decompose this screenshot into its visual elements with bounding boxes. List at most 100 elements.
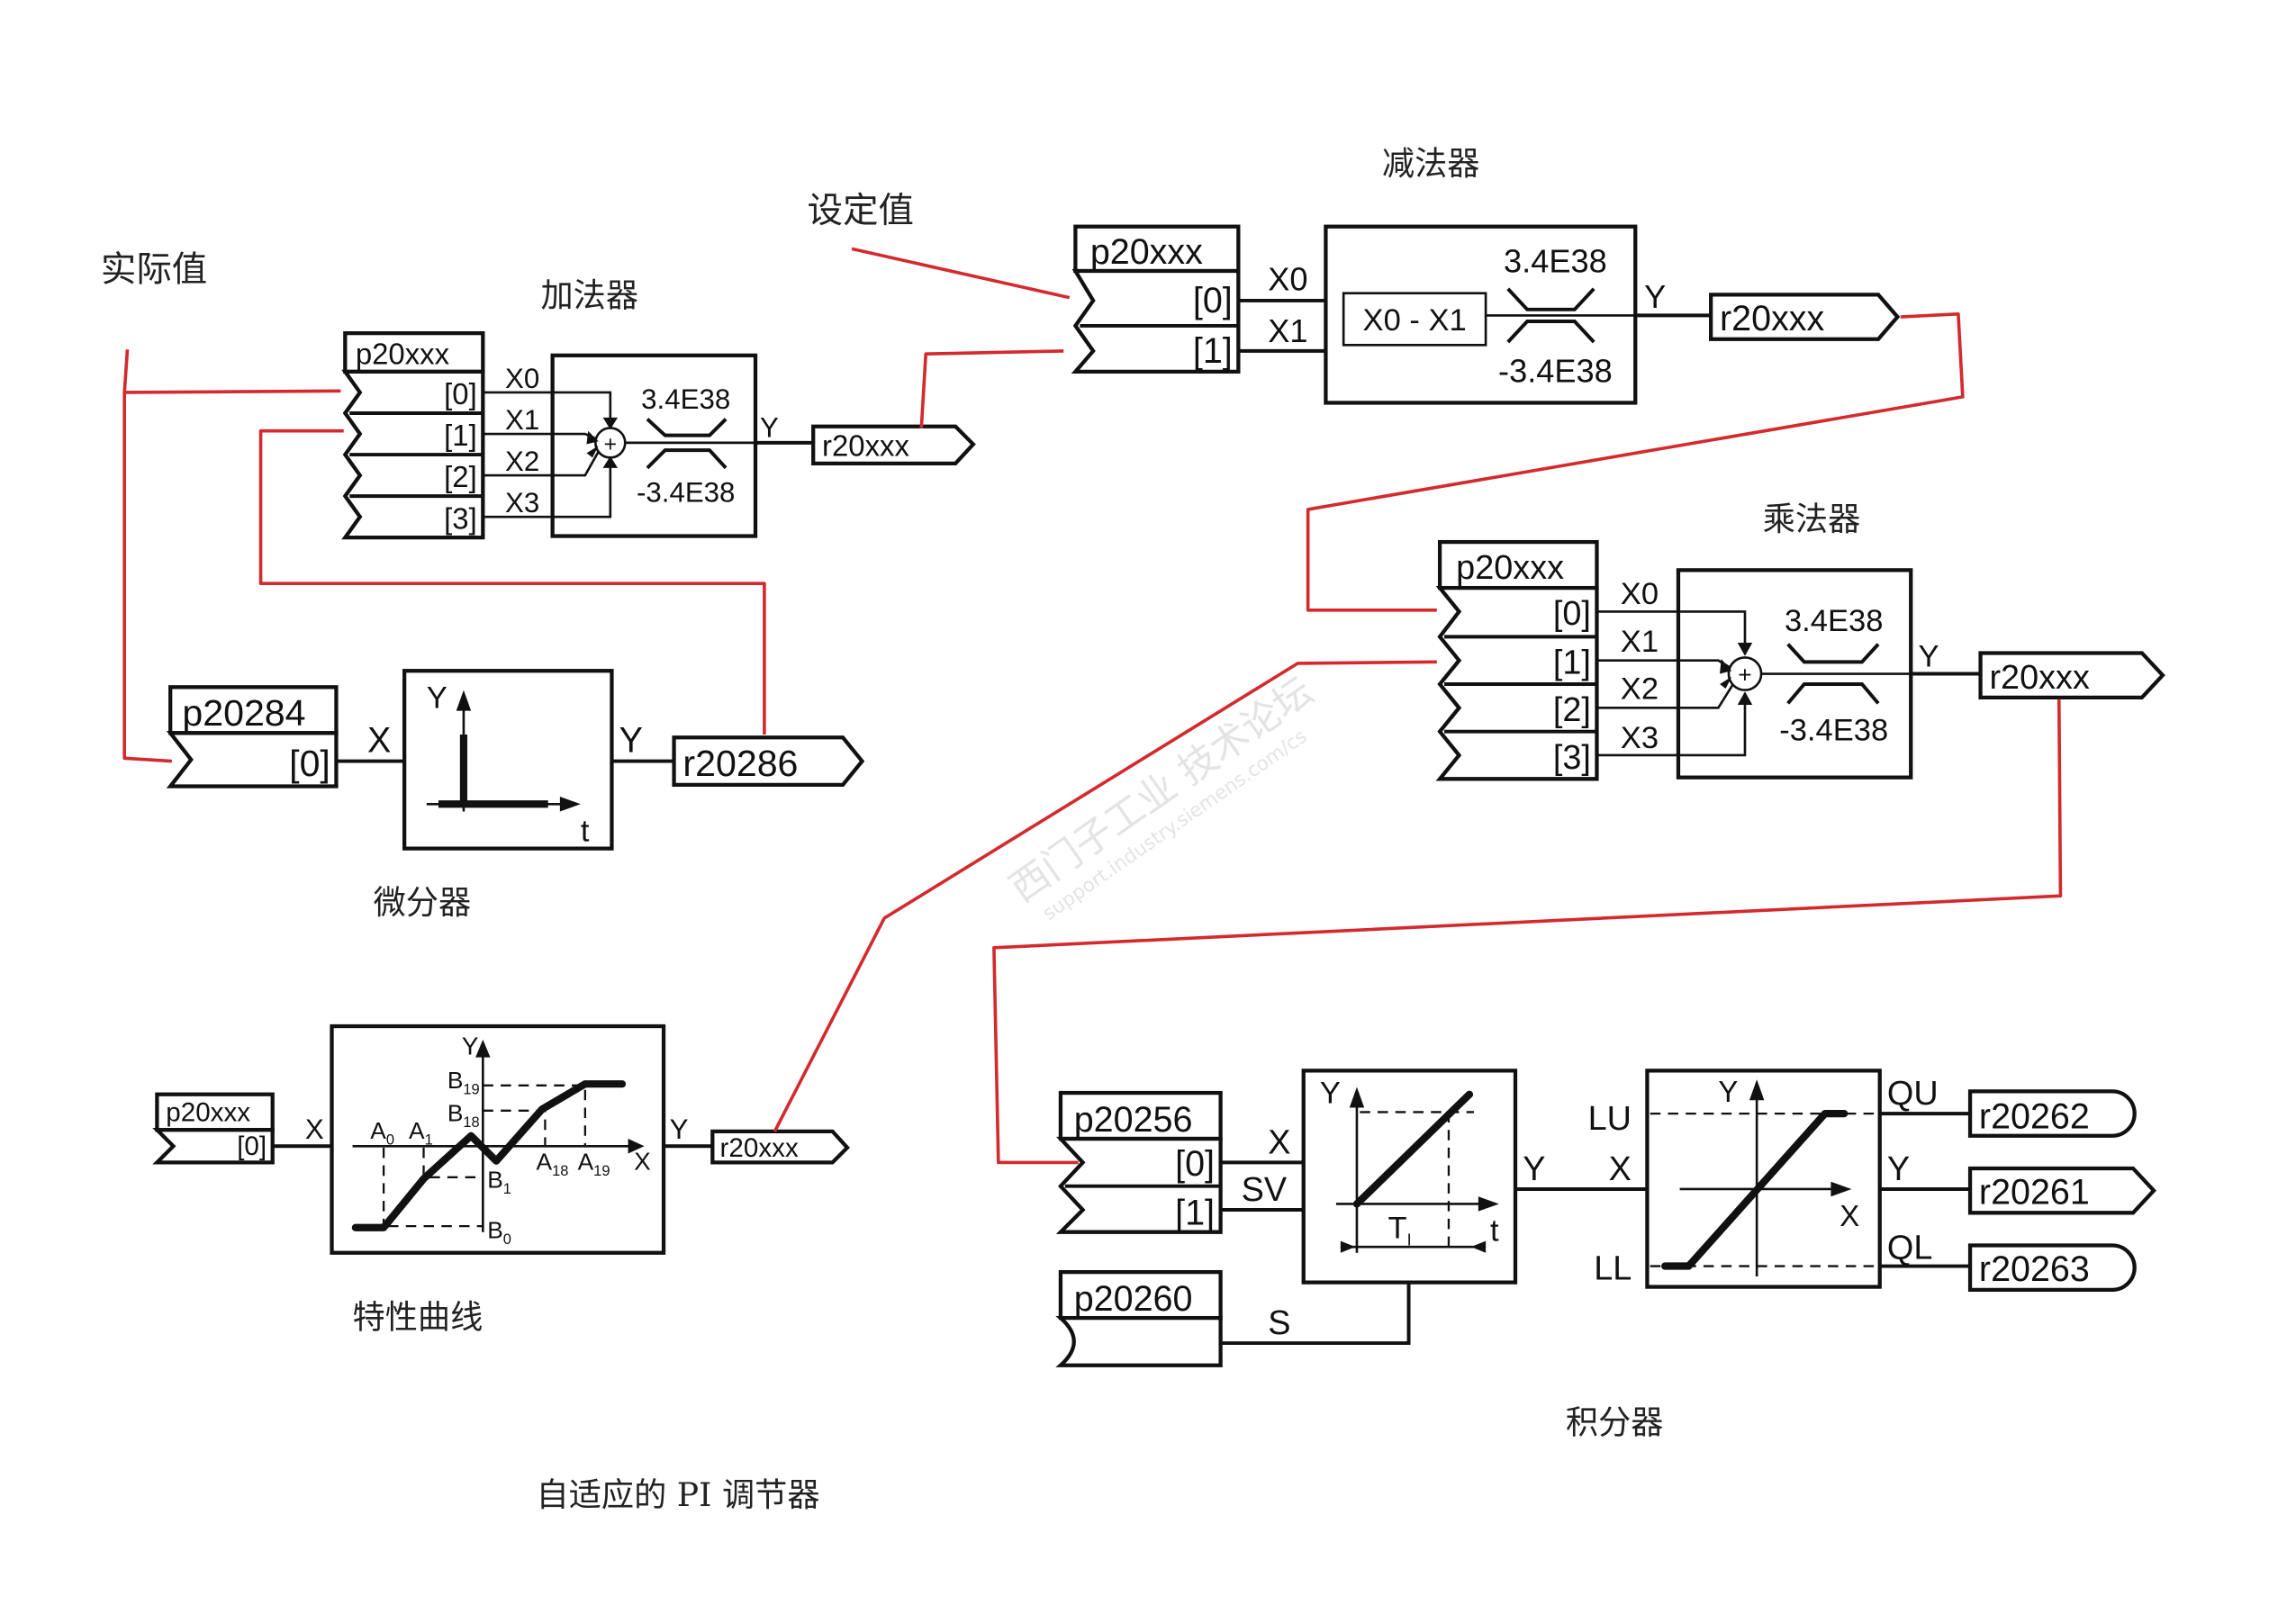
integrator-time-constant: TI xyxy=(1388,1211,1412,1249)
subtractor-index-body xyxy=(1071,268,1241,374)
watermark-line1: 西门子工业 技术论坛 xyxy=(1002,669,1322,912)
characteristic-index: [0] xyxy=(237,1132,267,1161)
limiter-output-y-connector[interactable]: r20261 xyxy=(1967,1166,2156,1215)
multiplier-block: p20xxx [0] [1] [2] [3] X0 X1 X2 X3 + 3.4… xyxy=(1435,539,2165,781)
multiplier-output-connector[interactable]: r20xxx xyxy=(1978,651,2165,699)
integrator-input-sv: SV xyxy=(1242,1171,1288,1209)
differentiator-output-connector[interactable]: r20286 xyxy=(672,735,865,788)
char-point-b19: B19 xyxy=(447,1067,480,1098)
integrator-set-param: p20260 xyxy=(1074,1279,1193,1319)
diagram-title: 自适应的 PI 调节器 xyxy=(537,1475,820,1514)
char-point-b18: B18 xyxy=(447,1099,480,1131)
subtractor-expression-box xyxy=(1342,292,1487,347)
differentiator-output-param: r20286 xyxy=(682,743,798,784)
integrator-set-label: S xyxy=(1268,1304,1290,1342)
differentiator-axis-t: t xyxy=(581,814,590,848)
limiter-output-ql-label: QL xyxy=(1887,1229,1932,1267)
adder-index-3: [3] xyxy=(444,501,477,535)
multiplier-index-1: [1] xyxy=(1553,645,1591,682)
wire-multiplier-to-integrator-0 xyxy=(992,699,2063,1165)
multiplier-input-x2: X2 xyxy=(1621,672,1659,706)
adder-lower-limit: -3.4E38 xyxy=(637,477,735,509)
characteristic-input-label: X xyxy=(305,1114,324,1145)
integrator-axis-y: Y xyxy=(1320,1077,1341,1111)
subtractor-input-param: p20xxx xyxy=(1090,232,1203,272)
subtractor-expression: X0 - X1 xyxy=(1363,303,1467,338)
multiplier-output-label: Y xyxy=(1918,639,1939,673)
characteristic-output-connector[interactable]: r20xxx xyxy=(710,1129,850,1165)
multiplier-limit-lower-icon xyxy=(1786,682,1880,705)
differentiator-output-label: Y xyxy=(619,721,643,761)
subtractor-output-connector[interactable]: r20xxx xyxy=(1709,293,1901,341)
char-point-b0: B0 xyxy=(487,1216,511,1248)
characteristic-curve-graph xyxy=(351,1039,645,1232)
signal-wires xyxy=(122,247,2063,1165)
differentiator-index-body xyxy=(166,731,339,789)
differentiator-input-connector[interactable]: p20284 [0] xyxy=(166,685,339,789)
adder-output-connector[interactable]: r20xxx xyxy=(811,424,976,466)
adder-upper-limit: 3.4E38 xyxy=(641,383,730,415)
subtractor-input-x1: X1 xyxy=(1268,312,1307,349)
limiter-output-y-label: Y xyxy=(1887,1150,1910,1188)
integrator-title: 积分器 xyxy=(1566,1402,1664,1441)
subtractor-limit-lower-icon xyxy=(1506,320,1595,344)
adder-input-param: p20xxx xyxy=(356,338,450,371)
limiter-output-y-param: r20261 xyxy=(1979,1172,2090,1212)
characteristic-output-label: Y xyxy=(670,1114,689,1145)
multiplier-input-x0: X0 xyxy=(1621,577,1659,611)
multiplier-upper-limit: 3.4E38 xyxy=(1785,604,1883,638)
adder-output-label: Y xyxy=(760,411,779,443)
limiter-input-label: X xyxy=(1609,1150,1632,1188)
saturation-graph-icon xyxy=(1650,1079,1876,1277)
differentiator-function-box xyxy=(402,669,614,851)
multiplier-op-symbol: + xyxy=(1738,661,1751,688)
characteristic-input-connector[interactable]: p20xxx [0] xyxy=(152,1092,275,1165)
multiplier-index-2: [2] xyxy=(1553,691,1591,729)
characteristic-output-param: r20xxx xyxy=(720,1133,799,1163)
adder-index-1: [1] xyxy=(444,419,477,452)
adder-input-x0: X0 xyxy=(505,363,539,394)
limiter-axis-y: Y xyxy=(1718,1075,1738,1108)
adder-block: p20xxx [0] [1] [2] [3] X0 X1 X2 X3 + 3.4… xyxy=(341,331,976,540)
adder-title: 加法器 xyxy=(540,276,638,315)
integrator-set-connector[interactable]: p20260 xyxy=(1055,1269,1223,1367)
wire-characteristic-to-multiplier-1 xyxy=(773,660,1437,1132)
wire-diff-to-adder-1 xyxy=(258,428,766,735)
integrator-output-label: Y xyxy=(1523,1150,1545,1188)
char-point-a0: A0 xyxy=(370,1117,394,1149)
adder-input-x1: X1 xyxy=(505,404,539,436)
characteristic-title: 特性曲线 xyxy=(353,1298,484,1337)
characteristic-input-param: p20xxx xyxy=(166,1097,250,1127)
limiter-output-qu-connector[interactable]: r20262 xyxy=(1967,1089,2137,1138)
multiplier-output-param: r20xxx xyxy=(1989,659,2090,697)
multiplier-index-0: [0] xyxy=(1553,595,1591,633)
wire-adder-to-subtractor-1 xyxy=(919,349,1064,428)
adder-param-header xyxy=(343,331,485,374)
multiplier-input-connector[interactable]: p20xxx [0] [1] [2] [3] xyxy=(1435,539,1599,781)
integrator-index-1: [1] xyxy=(1175,1193,1215,1232)
differentiator-title: 微分器 xyxy=(374,883,472,922)
actual-value-label: 实际值 xyxy=(101,249,207,291)
integrator-block: p20256 [0] [1] X SV p20260 S xyxy=(1055,1068,1648,1367)
integrator-input-connector[interactable]: p20256 [0] [1] xyxy=(1055,1090,1223,1234)
limiter-upper-label: LU xyxy=(1588,1100,1632,1138)
subtractor-lower-limit: -3.4E38 xyxy=(1498,352,1613,389)
subtractor-input-connector[interactable]: p20xxx [0] [1] xyxy=(1071,224,1241,374)
char-point-b1: B1 xyxy=(487,1166,511,1197)
wire-setpoint-to-subtractor-0 xyxy=(851,247,1071,300)
setpoint-label: 设定值 xyxy=(808,190,914,231)
limiter-output-qu-label: QU xyxy=(1887,1075,1939,1113)
multiplier-index-3: [3] xyxy=(1553,739,1591,777)
integrator-index-0: [0] xyxy=(1175,1144,1215,1184)
subtractor-upper-limit: 3.4E38 xyxy=(1504,243,1607,280)
integrator-input-x: X xyxy=(1268,1124,1290,1162)
adder-input-connector[interactable]: p20xxx [0] [1] [2] [3] xyxy=(341,331,485,540)
multiplier-title: 乘法器 xyxy=(1763,500,1861,538)
adder-index-2: [2] xyxy=(444,460,477,493)
subtractor-input-x0: X0 xyxy=(1268,260,1307,297)
limiter-output-ql-connector[interactable]: r20263 xyxy=(1967,1243,2137,1292)
char-point-a19: A19 xyxy=(578,1149,610,1180)
differentiator-input-param: p20284 xyxy=(182,692,305,734)
differentiator-input-label: X xyxy=(367,721,391,761)
